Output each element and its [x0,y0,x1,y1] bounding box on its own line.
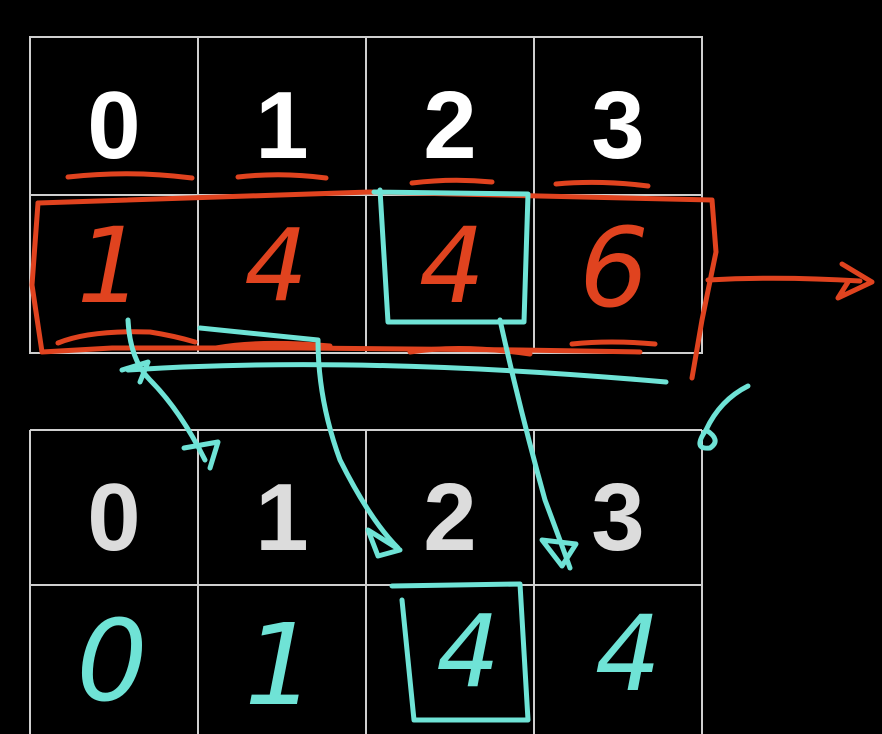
red-underline-4a [213,340,333,351]
red-output-arrowhead [835,261,875,301]
red-underline-4b [407,345,533,357]
red-underline-6 [569,339,658,347]
cyan-arrowhead-curl [119,359,151,385]
red-enclosing-box-top-right [35,189,719,381]
top-index-2: 2 [423,72,476,179]
top-index-1: 1 [255,72,308,179]
red-annotations [29,171,875,381]
top-value-3: 6 [579,204,649,332]
top-value-row: 1 4 4 6 [77,204,649,332]
bottom-index-0: 0 [87,464,140,571]
bottom-index-3: 3 [591,464,644,571]
top-index-row: 0 1 2 3 [87,72,644,179]
cyan-annotations [119,187,751,723]
bottom-value-1: 1 [244,601,315,731]
cyan-arrow-to-index-2 [197,325,401,551]
red-enclosing-box-bottom-left [29,200,643,355]
red-underline-1 [235,172,329,181]
red-underline-2 [409,177,495,186]
cyan-connector-line [125,362,669,385]
cyan-highlight-box-top [371,187,531,325]
top-value-2: 4 [419,205,485,327]
bottom-index-2: 2 [423,464,476,571]
bottom-array-grid [29,429,703,734]
cyan-arrowhead-2 [365,527,403,559]
bottom-value-2: 4 [436,593,500,710]
cyan-highlight-box-bottom [389,581,531,723]
top-value-1: 4 [244,207,308,324]
cyan-stray-mark [697,383,751,451]
cyan-arrowhead-0 [181,439,221,471]
top-index-3: 3 [591,72,644,179]
cyan-arrow-to-index-0 [125,317,208,463]
red-output-arrow-line [705,275,863,284]
bottom-value-row: 0 1 4 4 [76,593,661,731]
bottom-index-row: 0 1 2 3 [87,464,644,571]
red-curl-under-1 [55,329,198,346]
bottom-value-3: 4 [595,593,661,715]
top-value-0: 1 [77,205,143,327]
top-index-0: 0 [87,72,140,179]
cyan-arrowhead-3 [539,537,579,569]
bottom-index-1: 1 [255,464,308,571]
red-underline-0 [65,171,195,181]
red-underline-3 [553,179,651,189]
bottom-value-0: 0 [76,597,147,727]
